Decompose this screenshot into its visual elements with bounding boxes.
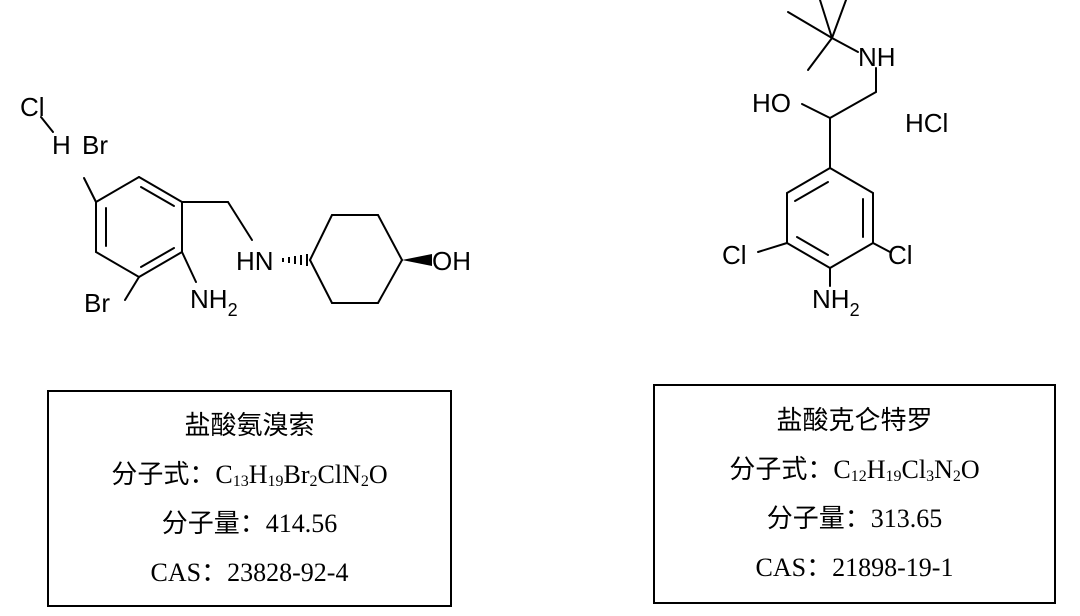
formula-element: N	[934, 455, 953, 484]
clenbuterol-nh2-label: NH2	[812, 284, 860, 320]
clenbuterol-cl-left-label: Cl	[722, 240, 747, 270]
formula-subscript: 12	[850, 468, 867, 485]
cas-number: CAS：21898-19-1	[756, 543, 954, 592]
molecular-formula: 分子式：C13H19Br2ClN2O	[111, 450, 387, 499]
formula-value: C12H19Cl3N2O	[833, 455, 980, 485]
formula-element: Br	[283, 459, 310, 489]
cas-number: CAS：23828-92-4	[151, 548, 349, 597]
ambroxol-hn-label: HN	[236, 246, 274, 276]
clenbuterol-ho-label: HO	[752, 88, 791, 118]
compound-name: 盐酸克仑特罗	[776, 406, 933, 435]
molecular-weight: 分子量：414.56	[162, 499, 338, 548]
ambroxol-cl-label: Cl	[20, 92, 45, 122]
formula-element: O	[960, 455, 980, 484]
cas-label: CAS：	[150, 557, 228, 587]
formula-element: H	[866, 455, 886, 484]
molecular-weight: 分子量：313.65	[767, 494, 943, 543]
ambroxol-nh2-label: NH2	[190, 284, 238, 320]
mw-value: 414.56	[265, 508, 338, 538]
formula-element: C	[215, 459, 233, 489]
ambroxol-hashed-bond	[282, 254, 308, 266]
structure-diagrams: Cl H Br Br NH2 HN OH NH HO HCl	[20, 0, 948, 320]
formula-element: C	[833, 455, 851, 484]
formula-label: 分子式：	[729, 455, 834, 484]
clenbuterol-nh-label: NH	[858, 42, 896, 72]
formula-subscript: 19	[267, 472, 284, 490]
mw-label: 分子量：	[161, 508, 266, 538]
formula-subscript: 2	[952, 468, 961, 485]
formula-label: 分子式：	[111, 459, 216, 489]
cas-value: 23828-92-4	[227, 557, 349, 587]
ambroxol-info-box: 盐酸氨溴索 分子式：C13H19Br2ClN2O 分子量：414.56 CAS：…	[47, 390, 452, 607]
formula-subscript: 2	[309, 472, 318, 490]
formula-subscript: 19	[885, 468, 902, 485]
cas-value: 21898-19-1	[832, 553, 954, 582]
formula-subscript: 3	[926, 468, 935, 485]
formula-subscript: 13	[232, 472, 249, 490]
clenbuterol-cl-right-label: Cl	[888, 240, 913, 270]
formula-value: C13H19Br2ClN2O	[215, 459, 388, 490]
ambroxol-br-top-label: Br	[82, 130, 108, 160]
formula-element: ClN	[317, 459, 361, 489]
clenbuterol-hcl-label: HCl	[905, 108, 948, 138]
compound-name: 盐酸氨溴索	[184, 410, 315, 440]
clenbuterol-info-box: 盐酸克仑特罗 分子式：C12H19Cl3N2O 分子量：313.65 CAS：2…	[653, 384, 1056, 604]
molecular-formula: 分子式：C12H19Cl3N2O	[729, 445, 979, 494]
ambroxol-oh-label: OH	[432, 246, 471, 276]
clenbuterol-structure	[757, 0, 891, 287]
ambroxol-wedge-bond	[402, 254, 432, 266]
formula-element: Cl	[901, 455, 927, 484]
mw-label: 分子量：	[766, 504, 871, 533]
ambroxol-br-bottom-label: Br	[84, 288, 110, 318]
ambroxol-structure	[40, 116, 403, 304]
mw-value: 313.65	[870, 504, 943, 533]
formula-element: H	[248, 459, 268, 489]
formula-element: O	[368, 459, 388, 489]
formula-subscript: 2	[360, 472, 369, 490]
cas-label: CAS：	[755, 553, 833, 582]
ambroxol-h-label: H	[52, 130, 71, 160]
